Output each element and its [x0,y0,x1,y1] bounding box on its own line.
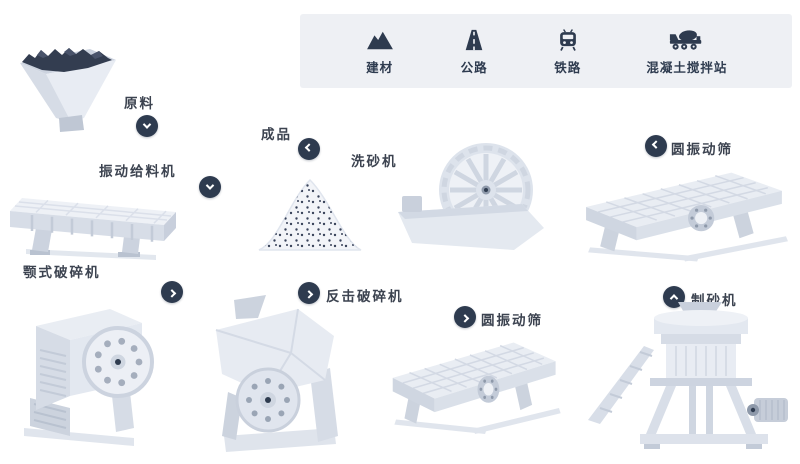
label-jaw-crusher: 颚式破碎机 [23,265,101,281]
sand-washer-illustration [396,136,546,260]
chevron-right-icon [167,289,177,298]
highway-road-icon [459,26,489,52]
flow-arrow-screen-lower [454,306,476,328]
circular-vibrating-screen-lower-illustration [386,330,564,434]
application-label: 建材 [366,60,394,75]
flow-arrow-jaw-crusher [161,281,183,303]
label-impact-crusher: 反击破碎机 [326,289,404,305]
building-materials-icon [365,26,395,52]
impact-crusher-illustration [204,294,346,456]
label-sand-washer: 洗砂机 [351,154,398,170]
label-finished-product: 成品 [261,127,292,143]
chevron-right-icon [460,314,470,323]
concrete-mixer-truck-icon [668,26,706,52]
label-screen-lower: 圆振动筛 [481,313,543,329]
chevron-left-icon [304,143,314,152]
jaw-crusher-illustration [16,296,164,448]
label-vibrating-feeder: 振动给料机 [99,164,177,180]
application-label: 公路 [460,60,488,75]
finished-sand-pile-illustration [256,166,364,254]
application-item-highway: 公路 [459,26,489,76]
flow-arrow-vibrating-feeder [199,176,221,198]
railway-train-icon [554,26,582,52]
circular-vibrating-screen-upper-illustration [578,160,792,262]
application-label: 混凝土搅拌站 [646,60,728,75]
applications-panel: 建材 公路 铁路 混凝土搅拌站 [300,14,792,88]
application-item-building-materials: 建材 [365,26,395,76]
flow-arrow-impact-crusher [298,282,320,304]
flow-arrow-finished-product [298,138,320,160]
raw-material-hopper-illustration [16,40,120,134]
label-raw-material: 原料 [124,96,155,112]
sand-making-machine-illustration [586,300,794,456]
chevron-down-icon [205,181,215,190]
label-screen-upper: 圆振动筛 [671,142,733,158]
flow-arrow-raw-material [136,115,158,137]
vibrating-feeder-illustration [6,176,188,262]
flow-arrow-screen-upper [645,135,667,157]
chevron-left-icon [651,140,661,149]
chevron-down-icon [142,120,152,129]
application-label: 铁路 [554,60,582,75]
application-item-concrete-mixing-station: 混凝土搅拌站 [646,26,727,76]
application-item-railway: 铁路 [554,26,582,76]
